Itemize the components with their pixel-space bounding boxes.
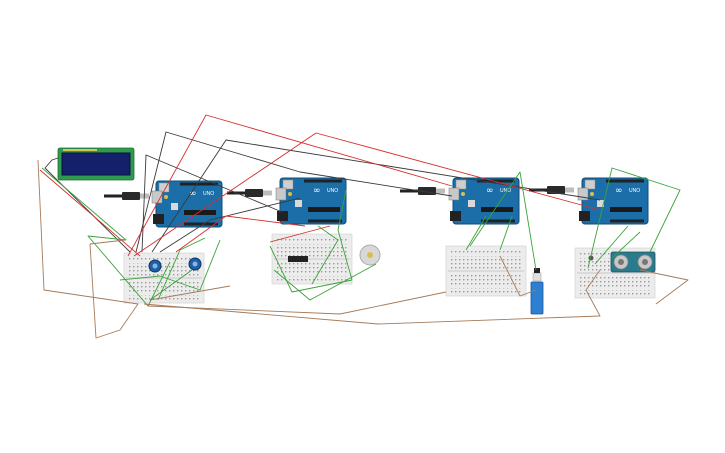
dc-motor-icon[interactable]	[359, 244, 381, 266]
breadboard-2[interactable]	[271, 233, 353, 285]
breadboard-3[interactable]	[445, 245, 527, 297]
ultrasonic-sensor-icon[interactable]	[588, 251, 656, 273]
brown-wires	[37, 159, 689, 339]
wires	[37, 114, 689, 339]
arduino-logo: ∞	[313, 186, 321, 196]
arduino-model-label: UNO	[203, 191, 214, 197]
usb-plug-icon[interactable]	[102, 190, 151, 202]
arduino-model-label: UNO	[629, 188, 640, 194]
arduino-logo: ∞	[615, 186, 623, 196]
arduino-logo: ∞	[189, 189, 197, 199]
green-wires	[41, 167, 681, 307]
lcd-display-icon[interactable]	[57, 147, 135, 181]
red-wires	[39, 114, 601, 257]
arduino-board-4[interactable]: ∞ UNO	[577, 177, 649, 225]
motor-driver-chip[interactable]	[288, 256, 308, 262]
black-wires	[44, 131, 601, 253]
usb-plug-icon[interactable]	[225, 187, 274, 199]
arduino-board-2[interactable]: ∞ UNO	[275, 177, 347, 225]
arduino-model-label: UNO	[327, 188, 338, 194]
arduino-logo: ∞	[486, 186, 494, 196]
arduino-board-3[interactable]: ∞ UNO	[448, 177, 520, 225]
arduino-board-1[interactable]: ∞ UNO	[151, 180, 223, 228]
arduino-model-label: UNO	[500, 188, 511, 194]
potentiometer-icon[interactable]	[148, 257, 202, 273]
servo-icon[interactable]	[530, 268, 544, 315]
